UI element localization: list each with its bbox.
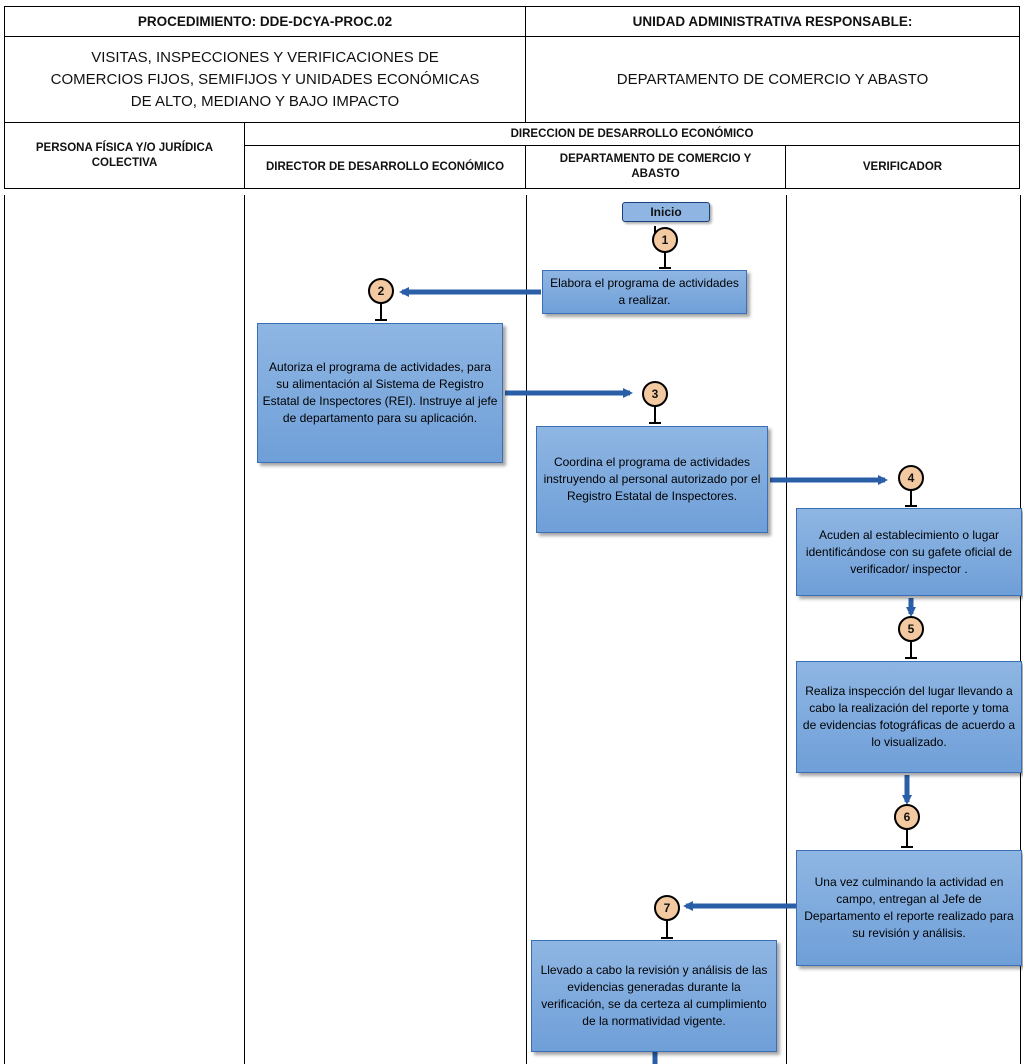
unit-name-cell: DEPARTAMENTO DE COMERCIO Y ABASTO [525,36,1021,123]
lane-header-director: DIRECTOR DE DESARROLLO ECONÓMICO [243,145,527,189]
start-terminator: Inicio [622,202,710,222]
step-node-3: 3 [642,381,668,407]
lane-header-verificador: VERIFICADOR [862,160,943,173]
procedure-code-cell: PROCEDIMIENTO: DDE-DCYA-PROC.02 [3,6,527,37]
procedure-name-line: COMERCIOS FIJOS, SEMIFIJOS Y UNIDADES EC… [50,70,480,88]
step-box-7: Llevado a cabo la revisión y análisis de… [531,940,777,1052]
lane-divider [786,195,787,1064]
procedure-name-cell: VISITAS, INSPECCIONES Y VERIFICACIONES D… [3,36,527,123]
unit-title-cell: UNIDAD ADMINISTRATIVA RESPONSABLE: [525,6,1021,37]
lane-header-persona: PERSONA FÍSICA Y/O JURÍDICA COLECTIVA [4,122,245,189]
step-box-1: Elabora el programa de actividades a rea… [542,270,747,314]
lane-divider [526,195,527,1064]
step-box-2: Autoriza el programa de actividades, par… [257,323,503,463]
step-node-6: 6 [894,804,920,830]
lane-header-line: COLECTIVA [91,156,158,169]
step-box-3: Coordina el programa de actividades inst… [536,426,768,533]
step-node-7: 7 [654,895,680,921]
lane-header-split: DEPARTAMENTO DE COMERCIO Y ABASTO VERIFI… [525,145,1021,189]
procedure-name-line: DE ALTO, MEDIANO Y BAJO IMPACTO [130,92,400,110]
step-box-4: Acuden al establecimiento o lugar identi… [796,508,1022,596]
step-node-5: 5 [898,616,924,642]
header-table: PROCEDIMIENTO: DDE-DCYA-PROC.02 UNIDAD A… [3,6,1021,189]
step-node-1: 1 [652,227,678,253]
lane-header-line: DEPARTAMENTO DE COMERCIO Y [559,153,752,165]
step-node-4: 4 [898,465,924,491]
lane-header-line: ABASTO [631,168,680,180]
step-box-5: Realiza inspección del lugar llevando a … [796,661,1022,773]
lane-divider [244,195,245,1064]
procedure-name-line: VISITAS, INSPECCIONES Y VERIFICACIONES D… [91,48,439,66]
swimlane-body [4,195,1021,1064]
flow-arrows [399,287,916,1064]
node-stems [375,226,917,939]
lane-header-line: PERSONA FÍSICA Y/O JURÍDICA [35,141,214,154]
step-box-6: Una vez culminando la actividad en campo… [796,850,1022,966]
lane-group-title: DIRECCION DE DESARROLLO ECONÓMICO [243,122,1021,146]
lane-header-departamento: DEPARTAMENTO DE COMERCIO Y ABASTO [526,146,787,188]
step-node-2: 2 [368,278,394,304]
